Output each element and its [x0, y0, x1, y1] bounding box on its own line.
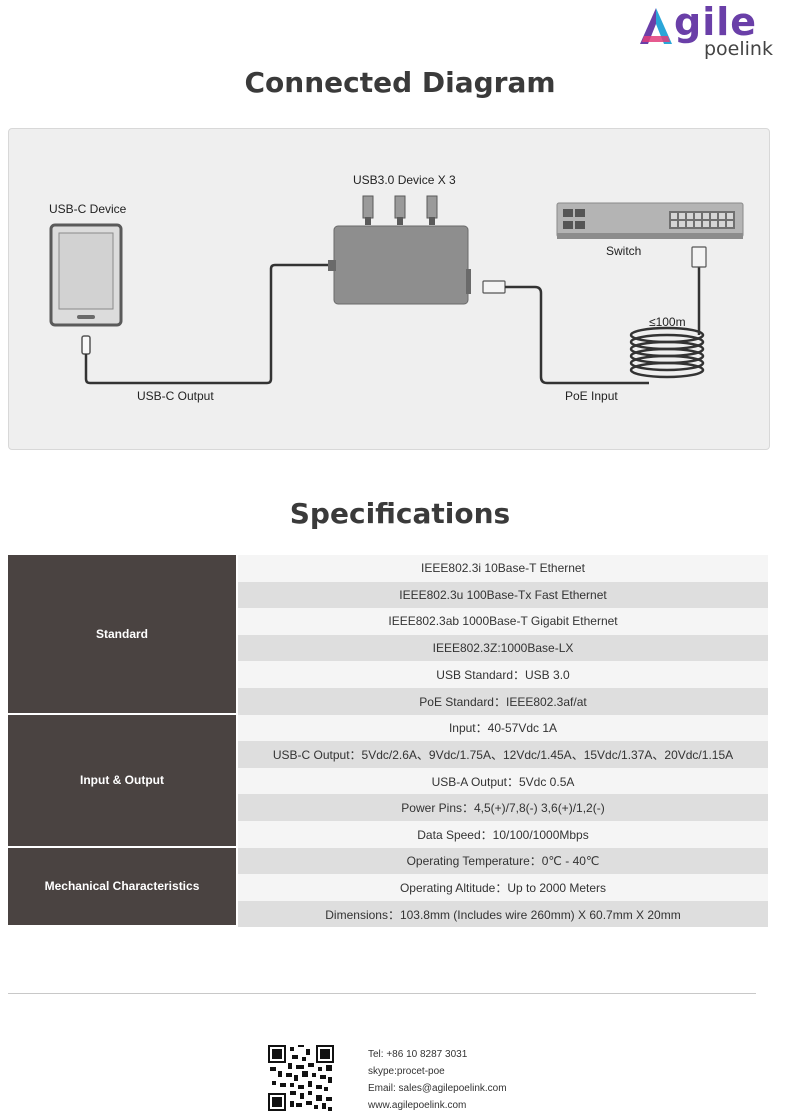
table-row: Power Pins：4,5(+)/7,8(-) 3,6(+)/1,2(-) [8, 794, 768, 821]
spec-group-mechanical: Mechanical Characteristics [8, 847, 238, 928]
spec-value: Data Speed：10/100/1000Mbps [238, 820, 768, 848]
diagram-drawing [49, 195, 744, 385]
usb3-plugs-icon [362, 195, 438, 225]
spec-value: Dimensions：103.8mm (Includes wire 260mm)… [238, 900, 768, 928]
spec-group-standard: Standard [8, 555, 238, 715]
spec-value: Operating Temperature：0℃ - 40℃ [238, 847, 768, 875]
table-row: Mechanical Characteristics Operating Tem… [8, 847, 768, 928]
spec-value: USB Standard：USB 3.0 [238, 661, 768, 688]
usb-c-plug-icon [81, 335, 91, 355]
poe-input-label: PoE Input [565, 389, 618, 403]
contact-info: Tel: +86 10 8287 3031 skype:procet-poe E… [368, 1046, 507, 1114]
distance-label: ≤100m [649, 315, 686, 329]
switch-label: Switch [606, 244, 642, 258]
diagram-title: Connected Diagram [244, 66, 556, 99]
table-row: USB-A Output：5Vdc 0.5A [8, 767, 768, 795]
cable-coil-icon [629, 326, 705, 379]
usb-c-device-tablet-icon [49, 223, 123, 327]
spec-value: IEEE802.3ab 1000Base-T Gigabit Ethernet [238, 608, 768, 635]
spec-group-input-output: Input & Output [8, 714, 238, 848]
brand-logo: gile poelink [634, 0, 784, 70]
spec-value: USB-C Output：5Vdc/2.6A、9Vdc/1.75A、12Vdc/… [238, 741, 768, 768]
contact-skype: skype:procet-poe [368, 1066, 445, 1077]
usb-c-cable [84, 263, 334, 385]
connection-diagram: USB-C Device USB3.0 Device X 3 Switch ≤1… [8, 128, 770, 450]
table-row: IEEE802.3Z:1000Base-LX [8, 634, 768, 662]
table-row: Input & Output Input：40-57Vdc 1A [8, 714, 768, 848]
spec-value: Power Pins：4,5(+)/7,8(-) 3,6(+)/1,2(-) [238, 794, 768, 821]
table-row: PoE Standard：IEEE802.3af/at [8, 687, 768, 715]
spec-value: Input：40-57Vdc 1A [238, 714, 768, 742]
table-row: Standard IEEE802.3i 10Base-T Ethernet [8, 555, 768, 715]
rj45-plug-icon [482, 280, 506, 294]
specifications-table: Standard IEEE802.3i 10Base-T Ethernet IE… [8, 555, 768, 928]
table-row: IEEE802.3ab 1000Base-T Gigabit Ethernet [8, 608, 768, 635]
spec-value: Operating Altitude：Up to 2000 Meters [238, 874, 768, 901]
table-row: Operating Altitude：Up to 2000 Meters [8, 874, 768, 901]
contact-tel: Tel: +86 10 8287 3031 [368, 1049, 468, 1060]
qr-code-icon [268, 1045, 334, 1111]
table-row: USB Standard：USB 3.0 [8, 661, 768, 688]
logo-subtext: poelink [704, 38, 773, 60]
spec-value: IEEE802.3Z:1000Base-LX [238, 634, 768, 662]
agile-a-logo-icon [640, 8, 672, 44]
footer-divider [8, 993, 756, 994]
table-row: Data Speed：10/100/1000Mbps [8, 820, 768, 848]
network-switch-icon [556, 202, 744, 239]
table-row: IEEE802.3u 100Base-Tx Fast Ethernet [8, 581, 768, 609]
spec-value: IEEE802.3i 10Base-T Ethernet [238, 555, 768, 582]
table-row: Dimensions：103.8mm (Includes wire 260mm)… [8, 900, 768, 928]
switch-rj45-plug-icon [691, 246, 707, 268]
poe-usb-hub-icon [328, 225, 471, 305]
spec-value: IEEE802.3u 100Base-Tx Fast Ethernet [238, 581, 768, 609]
spec-value: PoE Standard：IEEE802.3af/at [238, 687, 768, 715]
usb3-device-label: USB3.0 Device X 3 [353, 173, 456, 187]
specifications-title: Specifications [289, 497, 511, 530]
usb-c-device-label: USB-C Device [49, 202, 127, 216]
poe-cable [505, 285, 649, 385]
logo-text: gile [674, 0, 758, 44]
table-row: USB-C Output：5Vdc/2.6A、9Vdc/1.75A、12Vdc/… [8, 741, 768, 768]
usb-c-output-label: USB-C Output [137, 389, 214, 403]
spec-value: USB-A Output：5Vdc 0.5A [238, 767, 768, 795]
contact-website: www.agilepoelink.com [368, 1100, 467, 1111]
contact-email: Email: sales@agilepoelink.com [368, 1083, 507, 1094]
